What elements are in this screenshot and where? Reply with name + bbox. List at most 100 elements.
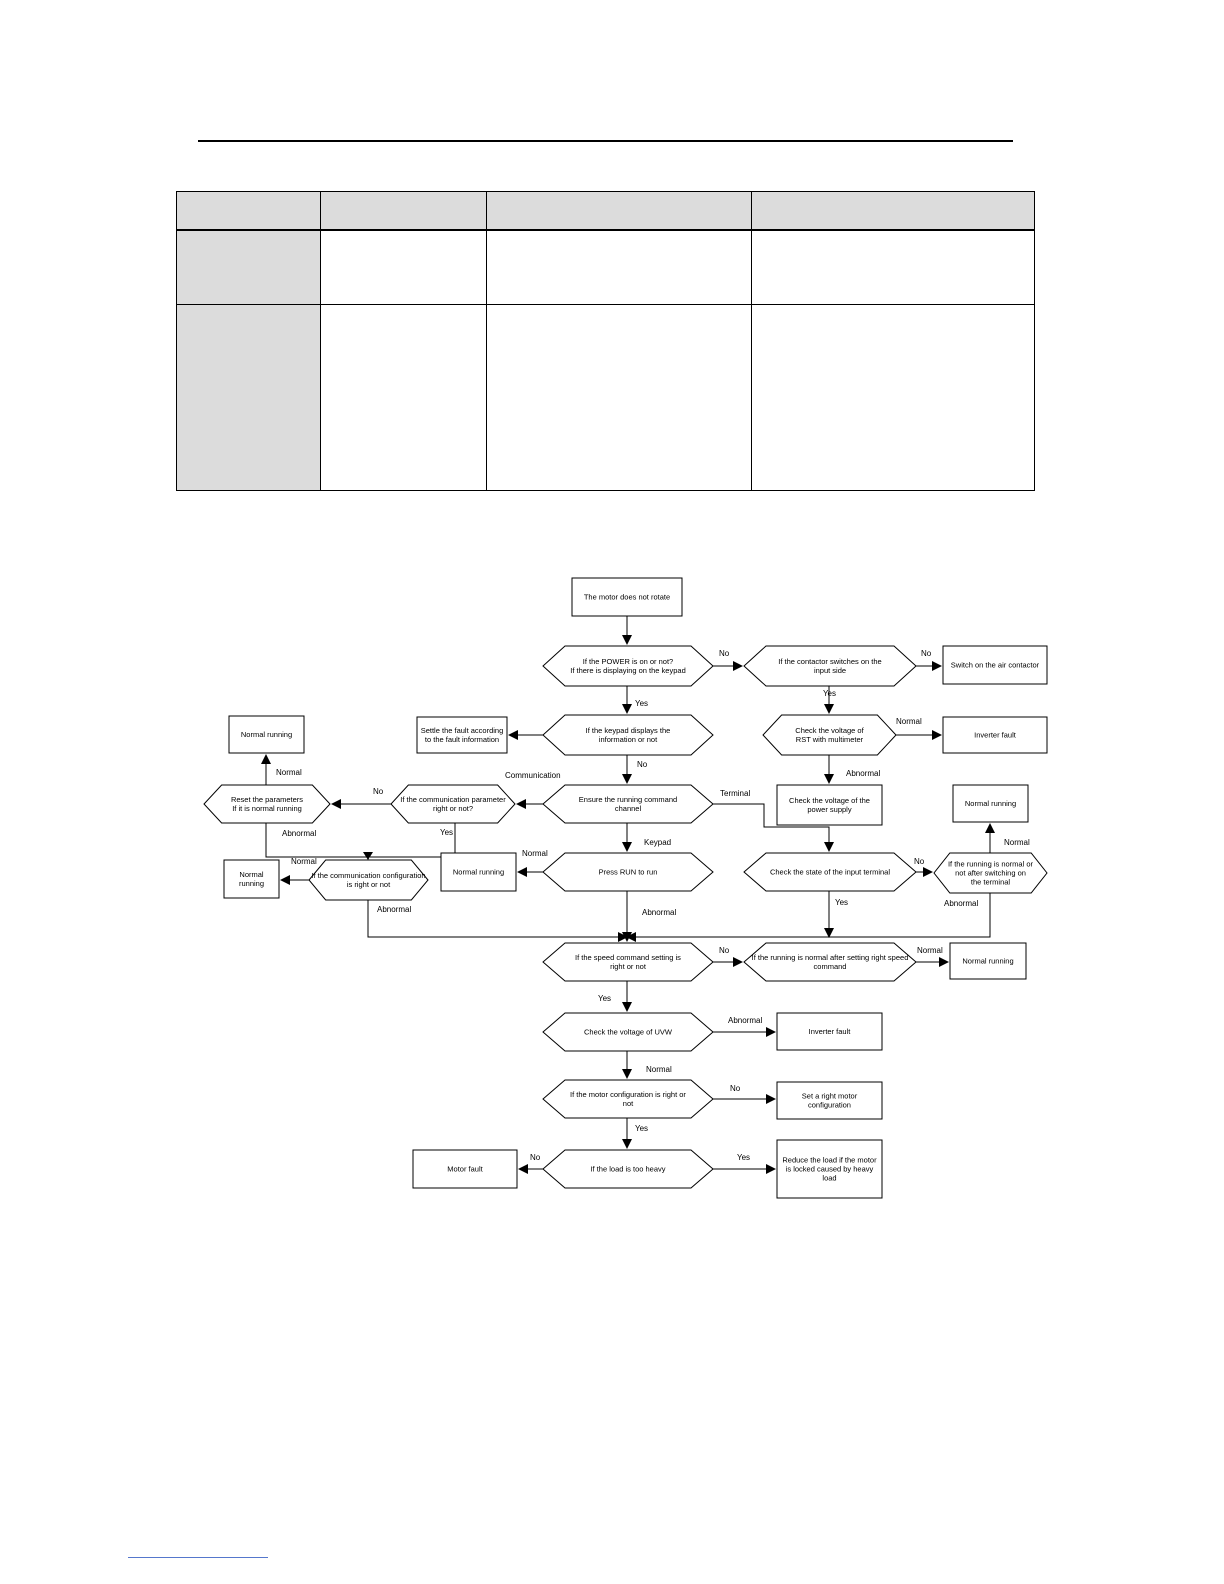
edge-label: Normal [522, 849, 548, 858]
node-power: If the POWER is on or not?If there is di… [542, 645, 714, 687]
decision-shape [743, 645, 917, 687]
process-box [416, 716, 508, 754]
footer-rule [128, 1557, 268, 1558]
process-box [776, 1012, 883, 1051]
process-box [942, 645, 1048, 685]
nodes-layer: The motor does not rotate If the POWER is… [203, 577, 1048, 1199]
process-box [949, 942, 1027, 980]
node-after-set: If the running is normal after setting r… [743, 942, 917, 982]
table-cell [486, 304, 752, 491]
node-label: Normal running [962, 957, 1013, 966]
decision-shape [542, 645, 714, 687]
decision-shape [762, 714, 897, 756]
process-box [942, 716, 1048, 754]
edge-label: Yes [835, 898, 848, 907]
node-check-uvw: Check the voltage of UVW [542, 1012, 714, 1052]
table-cell [751, 304, 1035, 491]
edges-layer [261, 616, 995, 1174]
edge-label: Yes [598, 994, 611, 1003]
node-label: Motor fault [447, 1165, 483, 1174]
header-rule [198, 140, 1013, 142]
table-cell [751, 229, 1035, 305]
decision-shape [933, 852, 1048, 894]
edge-label: Keypad [644, 838, 671, 847]
edge-label: Abnormal [642, 908, 676, 917]
process-box [776, 784, 883, 826]
fault-table [176, 191, 1035, 491]
edge-label: Abnormal [377, 905, 411, 914]
table-cell [176, 229, 321, 305]
table-header-cell [176, 191, 321, 231]
edge-label: Normal [646, 1065, 672, 1074]
node-inverter-fault1: Inverter fault [942, 716, 1048, 754]
node-label: If the POWER is on or not?If there is di… [570, 657, 686, 675]
edge-label: No [373, 787, 384, 796]
node-label: The motor does not rotate [584, 593, 670, 602]
table-cell [486, 229, 752, 305]
edge-label: Yes [823, 689, 836, 698]
edge-label: Abnormal [944, 899, 978, 908]
process-box [776, 1139, 883, 1199]
node-switch: Switch on the air contactor [942, 645, 1048, 685]
decision-shape [743, 852, 917, 892]
table-header-cell [751, 191, 1035, 231]
edge-label: No [637, 760, 648, 769]
node-motor-fault: Motor fault [412, 1149, 518, 1189]
edge-ensure-to-input-term [713, 803, 834, 852]
edge-label: No [719, 649, 730, 658]
decision-shape [542, 1149, 714, 1189]
node-label: Check the voltage of UVW [584, 1028, 673, 1037]
table-header-cell [486, 191, 752, 231]
edge-label: Terminal [720, 789, 750, 798]
edge-label: Abnormal [846, 769, 880, 778]
process-box [412, 1149, 518, 1189]
node-normal3: Normal running [440, 852, 517, 892]
edge-label: Yes [635, 699, 648, 708]
edge-label: Yes [440, 828, 453, 837]
node-start: The motor does not rotate [571, 577, 683, 617]
edge-label: No [921, 649, 932, 658]
edge-label: Normal [917, 946, 943, 955]
edge-label: Normal [276, 768, 302, 777]
decision-shape [203, 784, 331, 824]
edge-label: Normal [896, 717, 922, 726]
node-label: If the running is normal after setting r… [752, 953, 909, 971]
process-box [571, 577, 683, 617]
table-cell [176, 304, 321, 491]
decision-shape [390, 784, 516, 824]
decision-shape [743, 942, 917, 982]
node-load: If the load is too heavy [542, 1149, 714, 1189]
process-box [223, 859, 280, 899]
edge-label: Abnormal [728, 1016, 762, 1025]
node-inverter-fault2: Inverter fault [776, 1012, 883, 1051]
edge-label: Abnormal [282, 829, 316, 838]
decision-shape [542, 714, 714, 756]
node-input-term: Check the state of the input terminal [743, 852, 917, 892]
edge-after-switch-to-speed-cmd [626, 893, 991, 942]
node-press-run: Press RUN to run [542, 852, 714, 892]
